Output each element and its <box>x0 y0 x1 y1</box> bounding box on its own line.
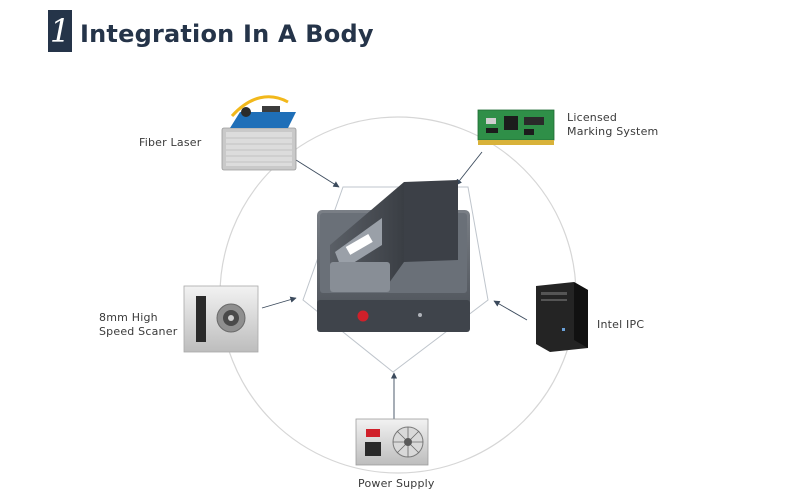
label-marking-system-line2: Marking System <box>567 125 658 139</box>
fiber-laser-image <box>222 97 296 170</box>
label-marking-system-line1: Licensed <box>567 111 617 125</box>
arrow-marking-system <box>456 152 482 185</box>
intel-ipc-image <box>536 282 588 352</box>
arrow-fiber-laser <box>296 160 339 187</box>
arrow-ipc <box>494 301 527 320</box>
label-intel-ipc: Intel IPC <box>597 318 644 332</box>
label-power-supply: Power Supply <box>358 477 435 491</box>
power-supply-image <box>356 419 428 465</box>
laser-marking-machine-image <box>317 180 470 332</box>
label-scanner-line2: Speed Scaner <box>99 325 177 339</box>
label-scanner-line1: 8mm High <box>99 311 158 325</box>
label-fiber-laser: Fiber Laser <box>139 136 201 150</box>
arrow-scanner <box>262 298 296 308</box>
marking-system-board-image <box>478 110 554 145</box>
scanner-image <box>184 286 258 352</box>
